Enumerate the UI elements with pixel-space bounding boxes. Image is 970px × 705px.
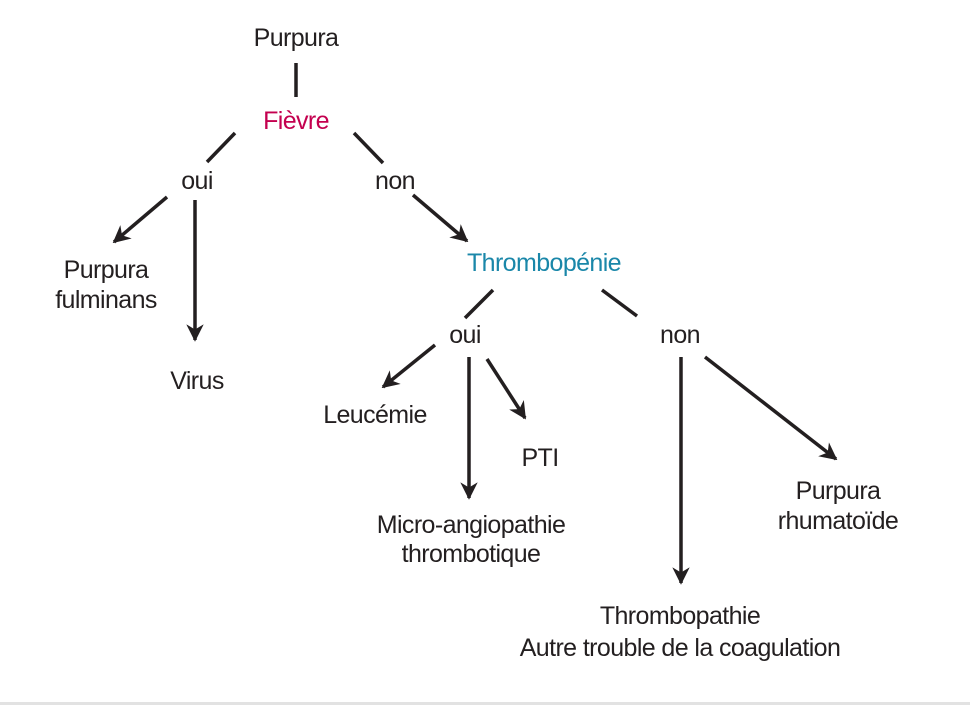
- connector-fever-yes: [205, 131, 237, 164]
- node-pti: PTI: [521, 444, 558, 472]
- bottom-divider: [0, 702, 970, 705]
- connector-thrombo-no: [600, 288, 639, 318]
- arrow-to-leukemia: [381, 343, 437, 389]
- node-rheumatoid-purpura-line2: rhumatoïde: [778, 507, 898, 535]
- label-thrombo-no: non: [660, 321, 700, 349]
- node-purpura: Purpura: [254, 24, 339, 52]
- arrow-to-purpura-fulminans: [112, 195, 169, 244]
- node-microangiopathy-line1: Micro-angiopathie: [377, 511, 566, 539]
- arrow-to-rheumatoid-purpura: [703, 355, 838, 461]
- node-purpura-fulminans-line2: fulminans: [55, 286, 157, 314]
- arrow-to-thrombopenia: [411, 193, 469, 243]
- label-fever-yes: oui: [181, 167, 213, 195]
- connector-thrombo-yes: [463, 288, 495, 320]
- label-thrombo-yes: oui: [449, 321, 481, 349]
- label-fever-no: non: [375, 167, 415, 195]
- node-fever: Fièvre: [263, 107, 329, 135]
- node-virus: Virus: [170, 367, 224, 395]
- node-rheumatoid-purpura-line1: Purpura: [796, 477, 881, 505]
- connector-fever-no: [352, 131, 385, 165]
- arrow-to-pti: [485, 358, 527, 420]
- node-purpura-fulminans-line1: Purpura: [64, 256, 149, 284]
- node-thrombopenia: Thrombopénie: [467, 249, 621, 277]
- node-thrombopathy-line2: Autre trouble de la coagulation: [520, 634, 841, 662]
- node-microangiopathy-line2: thrombotique: [402, 540, 541, 568]
- node-leukemia: Leucémie: [323, 401, 427, 429]
- node-thrombopathy-line1: Thrombopathie: [600, 602, 760, 630]
